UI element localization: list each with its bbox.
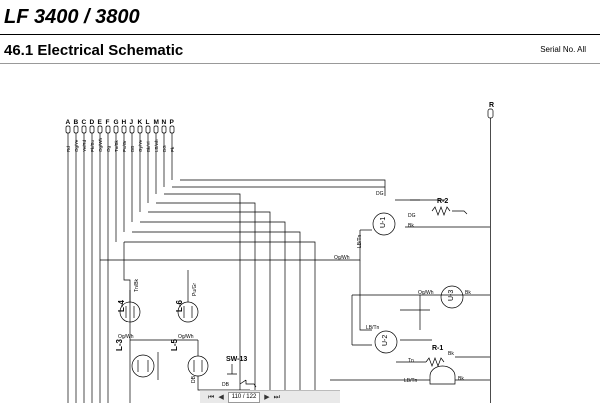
sw13-label: SW-13 — [226, 356, 247, 363]
previous-page-icon[interactable]: ◀ — [218, 393, 224, 401]
l3-label: L-3 — [115, 338, 124, 351]
r1-label: R-1 — [432, 345, 443, 352]
first-page-icon[interactable]: ⏮ — [208, 393, 215, 401]
label-dg-top: DG — [376, 191, 384, 197]
section-rule — [0, 63, 600, 64]
terminal-pin-h — [121, 125, 127, 134]
terminal-pin-m — [153, 125, 159, 134]
r-terminal-pin — [487, 108, 494, 119]
label-bk-bottom: Bk — [458, 376, 464, 382]
r2-resistor: R-2 — [431, 198, 468, 216]
terminal-pin-p — [169, 125, 175, 134]
section-title: 46.1 Electrical Schematic — [4, 42, 184, 59]
label-bk-u1: Bk — [408, 223, 414, 229]
label-lbtn-bottom: LB/Tn — [404, 378, 418, 384]
terminal-pin-e — [97, 125, 103, 134]
label-lbtn-u2: LB/Tn — [366, 325, 380, 331]
label-ogwh-l4: Og/Wh — [118, 334, 134, 340]
terminal-letter-m: M — [154, 119, 159, 126]
terminal-letter-k: K — [138, 119, 143, 126]
label-bk-u3: Bk — [465, 290, 471, 296]
terminal-pin-l — [145, 125, 151, 134]
label-tn-u2: Tn — [408, 358, 414, 364]
terminal-pin-b — [73, 125, 79, 134]
serial-label: Serial No. All — [540, 45, 586, 54]
terminal-letter-b: B — [74, 119, 79, 126]
terminal-pin-k — [137, 125, 143, 134]
l4-label: L-4 — [117, 299, 126, 312]
u2-relay: U-2 — [374, 330, 398, 354]
wire-labels: DG DG Bk LB/Tn Og/Wh Og/Wh Bk LB/Tn Tn B… — [118, 191, 471, 388]
bottom-lamp — [429, 365, 456, 385]
u3-relay: U-3 — [440, 285, 464, 309]
terminal-letter-e: E — [98, 119, 103, 126]
terminal-pin-j — [129, 125, 135, 134]
label-ogwh-main: Og/Wh — [334, 255, 350, 261]
terminal-pin-f — [105, 125, 111, 134]
label-ogwh-l6: Og/Wh — [178, 334, 194, 340]
terminal-letter-l: L — [146, 119, 150, 126]
u1-relay: U-1 — [372, 212, 396, 236]
terminal-pin-n — [161, 125, 167, 134]
r2-label: R-2 — [437, 198, 448, 205]
terminal-letter-a: A — [66, 119, 71, 126]
terminal-letter-f: F — [106, 119, 110, 126]
pdf-toolbar: ⏮ ◀ 110 / 122 ▶ ⏭ — [200, 390, 340, 403]
terminal-letter-j: J — [130, 119, 134, 126]
sw13-switch: SW-13 — [226, 356, 257, 388]
u3-label: U-3 — [448, 290, 455, 301]
u1-label: U-1 — [380, 217, 387, 228]
label-bk-r1: Bk — [448, 351, 454, 357]
label-tnbk-l4: Tn/Bk — [134, 278, 140, 292]
l4-feed-wire — [123, 242, 131, 302]
bus-wires — [100, 179, 490, 403]
label-lbtn-u1: LB/Tn — [357, 234, 363, 248]
l6-label: L-6 — [175, 299, 184, 312]
next-page-icon[interactable]: ▶ — [264, 393, 270, 401]
title-rule — [0, 34, 600, 35]
u2-label: U-2 — [382, 335, 389, 346]
terminal-pin-c — [81, 125, 87, 134]
label-pugr-l6: Pu/Gr — [192, 283, 198, 296]
terminal-pin-g — [113, 125, 119, 134]
label-ogwh-u3: Og/Wh — [418, 290, 434, 296]
l6-lamp: L-6 — [175, 270, 199, 323]
l4-lamp: L-4 — [117, 299, 141, 323]
terminal-pin-a — [65, 125, 71, 134]
l5-lamp: L-5 — [170, 338, 209, 377]
label-db-l5: DB — [191, 375, 197, 383]
terminal-letter-c: C — [82, 119, 87, 126]
label-dg-u1: DG — [408, 213, 416, 219]
terminal-letter-h: H — [122, 119, 127, 126]
terminal-letter-d: D — [90, 119, 95, 126]
r-terminal-label: R — [489, 102, 494, 109]
terminal-letter-p: P — [170, 119, 175, 126]
last-page-icon[interactable]: ⏭ — [273, 393, 280, 401]
l3-lamp: L-3 — [115, 338, 159, 380]
terminal-group: ARdBOg/YeCYe/RdDPk/BuEOg/WhFOgGTn/BkHPu/… — [66, 119, 175, 403]
terminal-pin-d — [89, 125, 95, 134]
l5-label: L-5 — [170, 338, 179, 351]
terminal-letter-g: G — [114, 119, 119, 126]
r1-resistor: R-1 — [425, 345, 445, 367]
label-db-sw: DB — [222, 382, 230, 388]
terminal-letter-n: N — [162, 119, 167, 126]
page-indicator[interactable]: 110 / 122 — [227, 391, 261, 403]
model-title: LF 3400 / 3800 — [4, 6, 140, 28]
